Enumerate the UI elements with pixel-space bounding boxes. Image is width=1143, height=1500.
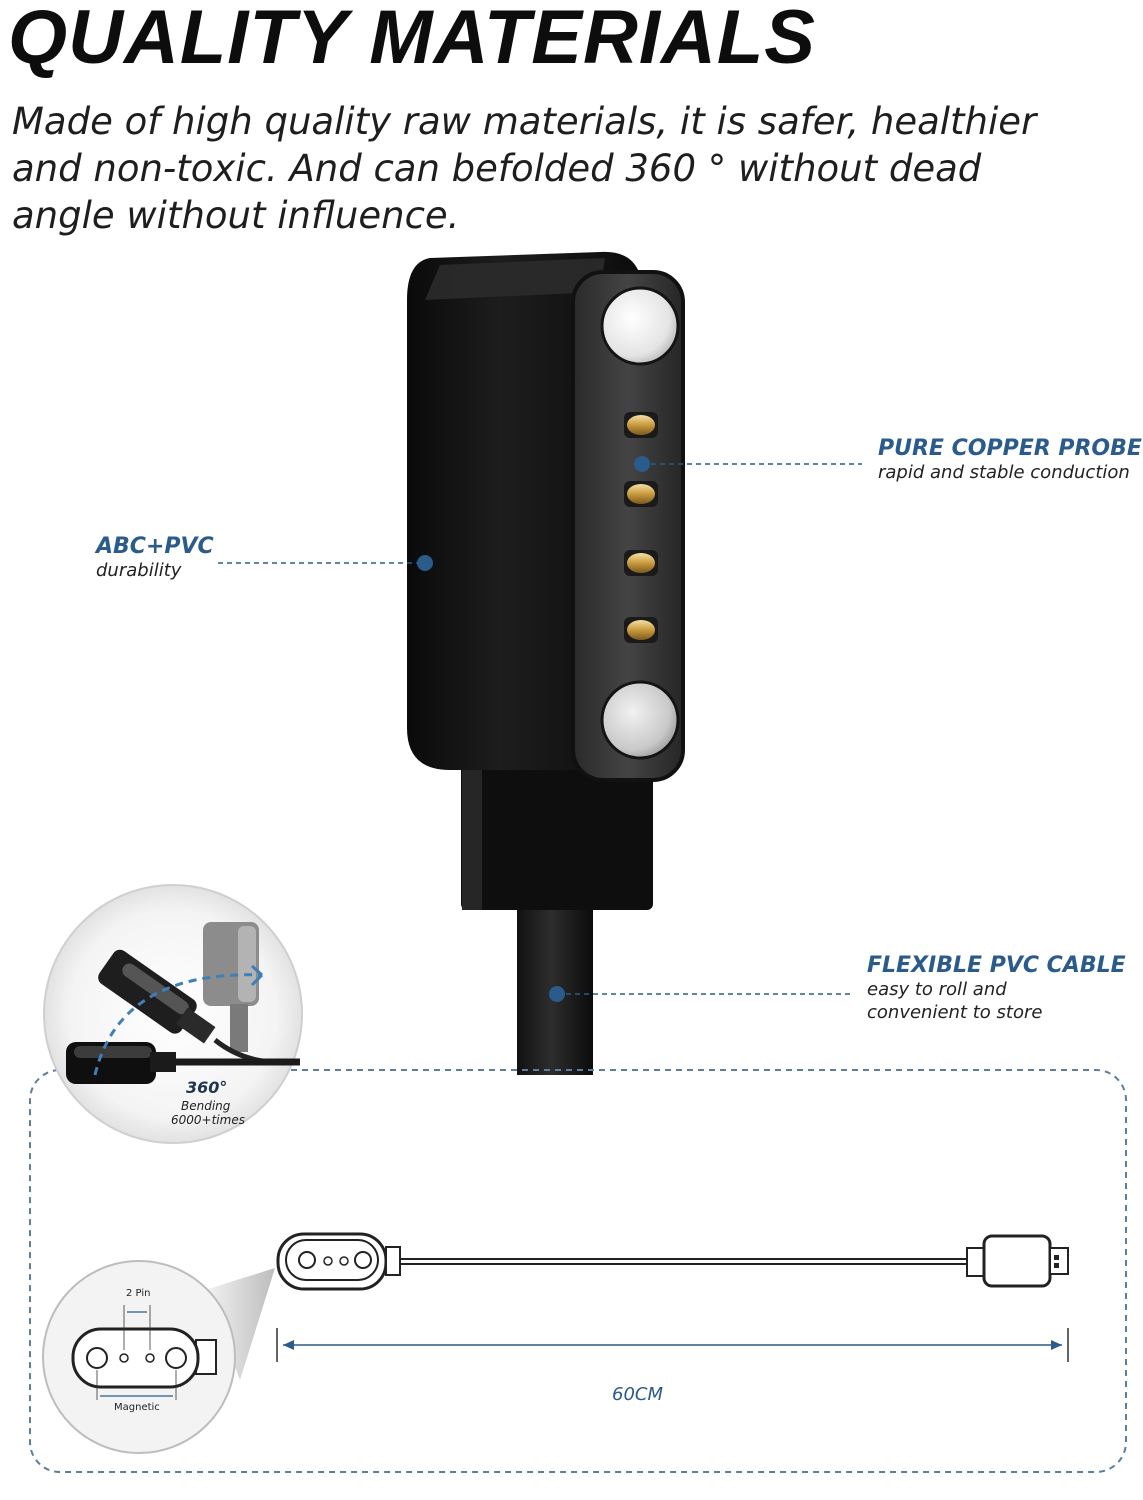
callout-cable-desc-2: convenient to store: [867, 1002, 1043, 1023]
description-line-2: and non-toxic. And can befolded 360 ° wi…: [12, 147, 982, 190]
callout-copper-title: PURE COPPER PROBE: [878, 436, 1142, 461]
callout-abc-desc: durability: [96, 560, 182, 581]
cable-length-label: 60CM: [612, 1384, 664, 1405]
bend-line2-label: 6000+times: [171, 1113, 245, 1127]
description-line-1: Made of high quality raw materials, it i…: [12, 100, 1037, 143]
bending-inset: [43, 884, 303, 1144]
bend-angle-label: 360°: [186, 1078, 228, 1097]
page-title: QUALITY MATERIALS: [8, 0, 816, 80]
magnet-top-icon: [600, 286, 680, 366]
callout-leaders: [218, 456, 862, 1002]
bend-line1-label: Bending: [181, 1099, 231, 1113]
pogo-pins: [624, 412, 658, 643]
callout-cable-title: FLEXIBLE PVC CABLE: [867, 953, 1126, 978]
description-line-3: angle without influence.: [12, 194, 460, 237]
magnet-bottom-icon: [600, 680, 680, 760]
callout-copper-probe: PURE COPPER PROBE rapid and stable condu…: [878, 436, 1142, 484]
connector-neck: [461, 760, 653, 910]
cable-length-diagram: [276, 1232, 1069, 1362]
callout-abc-title: ABC+PVC: [96, 534, 214, 559]
callout-cable-desc-1: easy to roll and: [867, 979, 1007, 1000]
magnetic-label: Magnetic: [114, 1402, 160, 1413]
callout-abc-pvc: ABC+PVC durability: [96, 534, 214, 582]
description-paragraph: Made of high quality raw materials, it i…: [12, 98, 1052, 239]
contact-plate: [571, 270, 685, 782]
length-diagram-frame: [29, 1069, 1127, 1473]
pin-inset: [42, 1260, 275, 1454]
pin-count-label: 2 Pin: [126, 1288, 151, 1299]
callout-flexible-cable: FLEXIBLE PVC CABLE easy to roll and conv…: [867, 953, 1126, 1024]
callout-copper-desc: rapid and stable conduction: [878, 462, 1130, 483]
